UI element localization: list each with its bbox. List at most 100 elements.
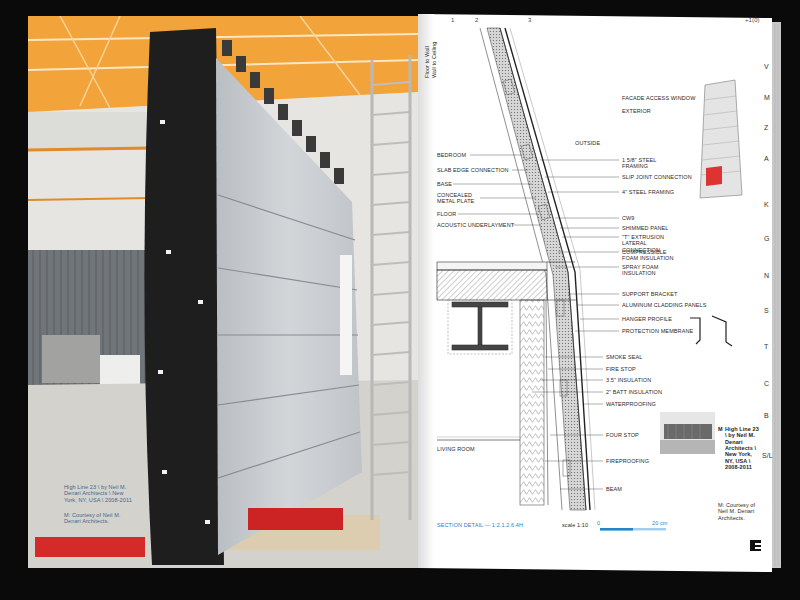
mockup-photo bbox=[372, 172, 410, 175]
building-key-plan bbox=[703, 141, 739, 145]
photo-thumbnail bbox=[660, 412, 715, 454]
leader-lines bbox=[453, 184, 532, 185]
leader-lines bbox=[545, 357, 603, 358]
mockup-photo bbox=[292, 120, 302, 136]
mockup-photo bbox=[409, 55, 412, 520]
building-key-plan bbox=[700, 80, 742, 198]
mockup-photo bbox=[248, 508, 343, 530]
mockup-photo bbox=[264, 88, 274, 104]
part-label: SUPPORT BRACKET bbox=[622, 291, 677, 297]
tab-number: 2 bbox=[475, 17, 478, 24]
photo-thumbnail bbox=[676, 424, 677, 439]
index-letter: G bbox=[764, 235, 770, 243]
mockup-photo bbox=[218, 195, 360, 478]
profile-details bbox=[690, 316, 732, 346]
part-label: COMPRESSIBLE FOAM INSULATION bbox=[622, 249, 684, 262]
leader-lines bbox=[580, 319, 619, 320]
mockup-photo bbox=[158, 370, 163, 374]
section-detail-drawing bbox=[546, 300, 548, 505]
part-label: ACOUSTIC UNDERLAYMENT bbox=[437, 222, 514, 228]
part-label: BEAM bbox=[606, 486, 622, 492]
section-detail-drawing bbox=[437, 28, 595, 510]
leader-lines bbox=[545, 461, 603, 462]
mockup-photo bbox=[28, 112, 153, 150]
part-label: 2" BATT INSULATION bbox=[606, 389, 662, 395]
mockup-photo bbox=[198, 300, 203, 304]
page-stack-lines bbox=[778, 24, 779, 566]
mockup-photo bbox=[100, 355, 140, 385]
room-label: BEDROOM bbox=[437, 152, 466, 158]
mockup-photo bbox=[158, 120, 210, 524]
index-letter: S/L bbox=[762, 452, 773, 460]
section-detail-drawing bbox=[478, 307, 482, 345]
part-label: SPRAY FOAM INSULATION bbox=[622, 264, 672, 277]
mockup-photo bbox=[28, 198, 150, 200]
leader-lines bbox=[555, 218, 619, 219]
page-gutter bbox=[418, 14, 434, 568]
part-label: FIREPROOFING bbox=[606, 458, 649, 464]
leader-lines bbox=[548, 369, 603, 370]
part-label: CW9 bbox=[622, 215, 635, 221]
mockup-photo bbox=[340, 255, 352, 375]
mockup-photo bbox=[250, 72, 260, 88]
mockup-photo bbox=[28, 16, 418, 568]
mockup-photo bbox=[218, 432, 360, 478]
drawing-title: SECTION DETAIL — 1:2.1.2.6.4H bbox=[437, 522, 523, 528]
photo-credit: M: Courtesy of Neil M. Denari Architects… bbox=[64, 512, 134, 525]
mockup-photo bbox=[372, 142, 410, 145]
mockup-photo bbox=[218, 195, 355, 240]
part-label: SLAB EDGE CONNECTION bbox=[437, 167, 509, 173]
mockup-photo bbox=[166, 250, 171, 254]
section-detail-drawing bbox=[437, 437, 520, 438]
part-label: 4" STEEL FRAMING bbox=[622, 189, 674, 195]
index-letter: N bbox=[764, 272, 769, 280]
page-stack-lines bbox=[775, 24, 778, 566]
photo-thumbnail bbox=[684, 424, 685, 439]
mockup-photo bbox=[372, 202, 410, 205]
mockup-photo bbox=[33, 250, 145, 385]
leader-lines bbox=[540, 380, 603, 381]
mockup-photo bbox=[372, 382, 410, 385]
building-key-plan bbox=[704, 111, 737, 115]
mockup-photo bbox=[320, 152, 330, 168]
part-label: FACADE ACCESS WINDOW bbox=[622, 95, 696, 101]
tab-number: 3 bbox=[528, 17, 531, 24]
section-detail-drawing bbox=[437, 440, 520, 441]
mockup-photo bbox=[372, 292, 410, 295]
part-label: FOUR STOP bbox=[606, 432, 639, 438]
index-letter: B bbox=[764, 412, 769, 420]
photo-thumbnail bbox=[664, 424, 712, 439]
mockup-photo bbox=[216, 58, 362, 555]
index-letter: A bbox=[764, 155, 769, 163]
leader-lines bbox=[577, 305, 619, 306]
mockup-photo bbox=[372, 472, 410, 475]
index-letter: K bbox=[764, 201, 769, 209]
building-key-plan bbox=[700, 80, 742, 198]
leader-lines bbox=[540, 160, 619, 161]
publisher-logo bbox=[755, 543, 761, 545]
part-label: CONCEALED METAL PLATE bbox=[437, 192, 477, 205]
mockup-photo bbox=[160, 120, 165, 124]
mockup-photo bbox=[372, 262, 410, 265]
leader-lines bbox=[512, 225, 541, 226]
mockup-photo bbox=[306, 136, 316, 152]
photo-thumbnail bbox=[668, 424, 669, 439]
section-detail-drawing bbox=[452, 345, 508, 350]
section-detail-drawing bbox=[437, 262, 547, 270]
leader-lines bbox=[470, 155, 522, 156]
leader-lines bbox=[532, 392, 603, 393]
leader-lines bbox=[560, 228, 619, 229]
part-label: FIRE STOP bbox=[606, 366, 636, 372]
photo-thumbnail bbox=[660, 412, 715, 454]
part-label: WATERPROOFING bbox=[606, 401, 656, 407]
leader-lines bbox=[560, 489, 603, 490]
index-letter: C bbox=[764, 380, 769, 388]
section-detail-drawing bbox=[521, 144, 533, 160]
section-detail-drawing bbox=[560, 380, 567, 396]
index-letter: S bbox=[764, 307, 769, 315]
mockup-photo bbox=[372, 232, 410, 235]
